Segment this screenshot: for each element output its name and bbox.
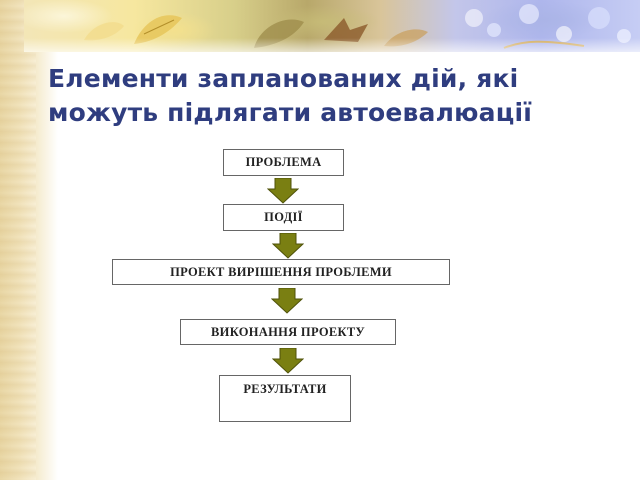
petal-shape: [465, 9, 483, 27]
decorative-banner: [24, 0, 640, 52]
left-parchment-strip: [0, 0, 36, 480]
banner-fade: [24, 38, 640, 52]
flow-step-problem: ПРОБЛЕМА: [223, 149, 344, 176]
flow-step-execution: ВИКОНАННЯ ПРОЕКТУ: [180, 319, 396, 345]
title-line-2: можуть підлягати автоевалюації: [48, 98, 532, 127]
leaf-shape: [84, 22, 124, 41]
petal-shape: [487, 23, 501, 37]
petal-shape: [588, 7, 610, 29]
left-strip-fade: [36, 0, 58, 480]
leaf-shape: [134, 15, 182, 44]
down-arrow-icon: [272, 233, 304, 259]
leaf-vein: [143, 19, 175, 35]
title-line-1: Елементи запланованих дій, які: [48, 64, 519, 93]
petal-shape: [519, 4, 539, 24]
slide-title: Елементи запланованих дій, які можуть пі…: [48, 62, 608, 130]
maple-leaf-shape: [324, 18, 368, 42]
down-arrow-icon: [272, 348, 304, 374]
down-arrow-icon: [267, 178, 299, 204]
flow-step-events: ПОДІЇ: [223, 204, 344, 231]
down-arrow-icon: [271, 288, 303, 314]
flow-step-results: РЕЗУЛЬТАТИ: [219, 375, 351, 422]
flow-step-project: ПРОЕКТ ВИРІШЕННЯ ПРОБЛЕМИ: [112, 259, 450, 285]
